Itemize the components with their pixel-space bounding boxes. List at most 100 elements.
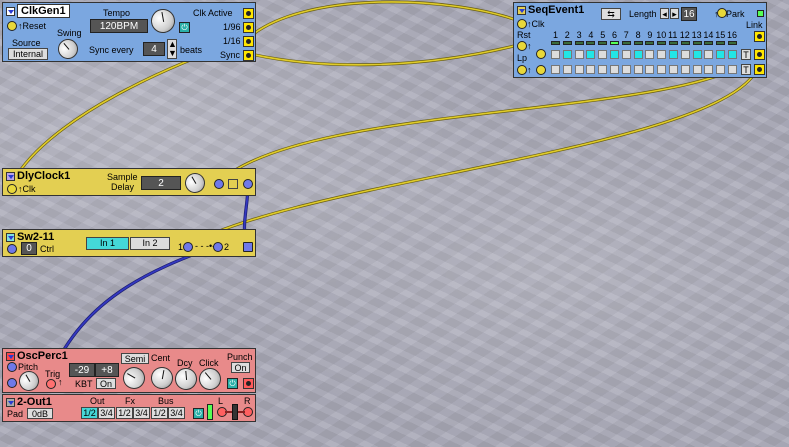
cent-display[interactable]: +8 xyxy=(95,363,119,377)
pitch-mod-port[interactable] xyxy=(7,362,17,372)
click-knob[interactable] xyxy=(194,363,226,395)
park-input-port[interactable] xyxy=(717,8,727,18)
step-cell-row1[interactable] xyxy=(574,50,584,59)
rst-input-port[interactable] xyxy=(517,41,527,51)
row1-output[interactable] xyxy=(754,49,765,60)
step-cell-row2[interactable] xyxy=(692,65,702,74)
switch-output-port[interactable] xyxy=(243,242,253,252)
collapse-arrow-icon[interactable] xyxy=(6,397,15,407)
bus-3-4-button[interactable]: 3/4 xyxy=(168,407,185,419)
decay-knob[interactable] xyxy=(174,367,198,391)
source-select[interactable]: Internal xyxy=(8,48,48,60)
trig-input-port[interactable] xyxy=(46,379,56,389)
kbt-button[interactable]: On xyxy=(96,378,116,389)
step-cell-row1[interactable] xyxy=(586,50,596,59)
out-1-2-button[interactable]: 1/2 xyxy=(81,407,98,419)
step-cell-row1[interactable] xyxy=(562,50,572,59)
step-cell-row2[interactable] xyxy=(657,65,667,74)
semi-display[interactable]: -29 xyxy=(69,363,95,377)
in1-button[interactable]: In 1 xyxy=(86,237,129,250)
step-cell-row2[interactable] xyxy=(704,65,714,74)
div-1-16-output[interactable] xyxy=(243,36,254,47)
ctrl-display[interactable]: 0 xyxy=(21,242,37,255)
reset-input-port[interactable] xyxy=(7,21,17,31)
step-cell-row1[interactable] xyxy=(669,50,678,59)
ctrl-input-port[interactable] xyxy=(7,244,17,254)
step-cell-row1[interactable] xyxy=(728,50,737,59)
step-cell-row2[interactable] xyxy=(669,65,678,74)
tempo-display[interactable]: 120BPM xyxy=(90,19,148,33)
step-cell-row2[interactable] xyxy=(633,65,643,74)
step-cell-row1[interactable] xyxy=(704,50,714,59)
step-cell-row1[interactable] xyxy=(692,50,702,59)
dlyclock-module[interactable]: DlyClock1 ↑Clk Sample Delay 2 xyxy=(2,168,256,197)
cent-knob[interactable] xyxy=(149,365,175,391)
fx-3-4-button[interactable]: 3/4 xyxy=(133,407,150,419)
collapse-arrow-icon[interactable] xyxy=(6,6,15,16)
pad-button[interactable]: 0dB xyxy=(27,408,53,419)
step-cell-row1[interactable] xyxy=(598,50,608,59)
out-mute-toggle[interactable]: ⏻ xyxy=(193,408,204,419)
delay-output-box[interactable] xyxy=(228,179,238,189)
length-right-button[interactable]: ▸ xyxy=(670,8,679,19)
row2-output[interactable] xyxy=(754,64,765,75)
clk-active-output[interactable] xyxy=(243,8,254,19)
clk-input-port[interactable] xyxy=(7,184,17,194)
clkgen-module[interactable]: ClkGen1 ↑Reset Source Internal Swing Tem… xyxy=(2,2,256,64)
clear-button[interactable]: ⇆ xyxy=(601,8,621,20)
sync-output[interactable] xyxy=(243,50,254,61)
step-cell-row2[interactable] xyxy=(680,65,690,74)
step-cell-row2[interactable] xyxy=(645,65,655,74)
input1-port[interactable] xyxy=(183,242,193,252)
step-cell-row1[interactable] xyxy=(716,50,726,59)
step-cell-row2[interactable] xyxy=(598,65,608,74)
length-display[interactable]: 16 xyxy=(681,7,697,21)
sync-stepper[interactable]: ▲▼ xyxy=(167,39,177,59)
step-cell-row2[interactable] xyxy=(551,65,560,74)
semi-button[interactable]: Semi xyxy=(121,353,149,364)
fx-1-2-button[interactable]: 1/2 xyxy=(116,407,133,419)
collapse-arrow-icon[interactable] xyxy=(6,232,15,242)
step-cell-row2[interactable] xyxy=(610,65,619,74)
step-cell-row2[interactable] xyxy=(728,65,737,74)
output-module[interactable]: 2-Out1 Pad 0dB Out Fx Bus 1/2 3/4 1/2 3/… xyxy=(2,394,256,422)
delay-input-port[interactable] xyxy=(214,179,224,189)
step-cell-row1[interactable] xyxy=(633,50,643,59)
clk-input-port[interactable] xyxy=(517,19,527,29)
step-cell-row2[interactable] xyxy=(574,65,584,74)
bus-1-2-button[interactable]: 1/2 xyxy=(151,407,168,419)
park-led[interactable] xyxy=(757,10,764,17)
sync-every-display[interactable]: 4 xyxy=(143,42,165,56)
div-1-96-output[interactable] xyxy=(243,22,254,33)
step-cell-row1[interactable] xyxy=(551,50,560,59)
step-cell-row1[interactable] xyxy=(621,50,631,59)
input2-port[interactable] xyxy=(213,242,223,252)
row1-t-button[interactable]: T xyxy=(741,49,751,60)
punch-button[interactable]: On xyxy=(231,362,250,373)
in2-button[interactable]: In 2 xyxy=(130,237,170,250)
semi-knob[interactable] xyxy=(118,362,150,394)
step-cell-row2[interactable] xyxy=(562,65,572,74)
mute-toggle[interactable]: ⏻ xyxy=(227,378,238,389)
collapse-arrow-icon[interactable] xyxy=(517,5,526,15)
step-cell-row1[interactable] xyxy=(610,50,619,59)
tempo-knob[interactable] xyxy=(149,7,177,35)
delay-output-port[interactable] xyxy=(243,179,253,189)
length-left-button[interactable]: ◂ xyxy=(660,8,669,19)
step-cell-row2[interactable] xyxy=(621,65,631,74)
step-cell-row1[interactable] xyxy=(657,50,667,59)
link-output[interactable] xyxy=(754,31,765,42)
row2-t-button[interactable]: T xyxy=(741,64,751,75)
step-cell-row1[interactable] xyxy=(645,50,655,59)
delay-knob[interactable] xyxy=(181,169,209,197)
collapse-arrow-icon[interactable] xyxy=(6,171,15,181)
step-cell-row2[interactable] xyxy=(716,65,726,74)
delay-display[interactable]: 2 xyxy=(141,176,181,190)
switch-module[interactable]: Sw2-11 0 Ctrl In 1 In 2 1 - - -•- 2 xyxy=(2,229,256,257)
row1-gate-port[interactable] xyxy=(536,49,546,59)
lp-input-port[interactable] xyxy=(517,65,527,75)
tempo-power-toggle[interactable]: ⏻ xyxy=(179,22,190,33)
swing-knob[interactable] xyxy=(53,34,83,64)
output-fader[interactable] xyxy=(232,404,238,420)
step-cell-row2[interactable] xyxy=(586,65,596,74)
